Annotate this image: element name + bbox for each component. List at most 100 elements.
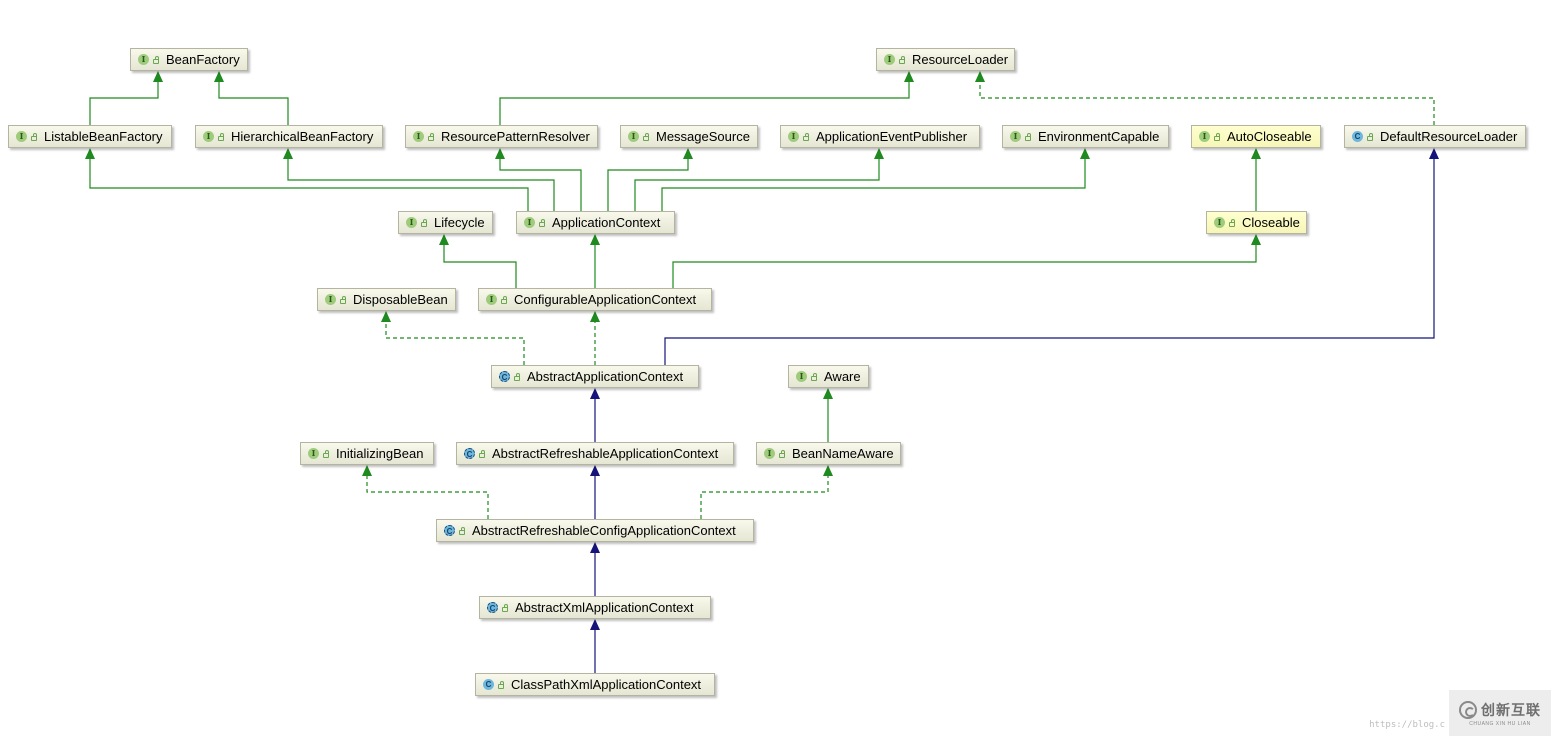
arrowhead [495,148,505,159]
node-class-path-xml-application-context[interactable]: C ClassPathXmlApplicationContext [475,673,715,696]
class-icon: C [1352,131,1363,142]
arrowhead [85,148,95,159]
edge-line [287,158,555,211]
interface-icon: I [764,448,775,459]
edge-abstract-application-context-to-default-resource-loader [664,148,1439,365]
watermark-subtitle: CHUANG XIN HU LIAN [1469,720,1531,727]
arrowhead [874,148,884,159]
edge-abstract-refreshable-config-application-context-to-bean-name-aware [700,465,833,519]
public-lock-icon [1229,218,1235,227]
edge-line [672,244,1257,288]
node-label: Closeable [1242,215,1300,230]
node-label: BeanNameAware [792,446,894,461]
public-lock-icon [779,449,785,458]
interface-icon: I [486,294,497,305]
edge-default-resource-loader-to-resource-loader [975,71,1435,125]
edge-line [499,81,910,125]
arrowhead [1251,234,1261,245]
edge-application-context-to-message-source [607,148,693,211]
public-lock-icon [153,55,159,64]
public-lock-icon [502,603,508,612]
interface-icon: I [16,131,27,142]
arrowhead [975,71,985,82]
node-default-resource-loader[interactable]: C DefaultResourceLoader [1344,125,1526,148]
node-label: EnvironmentCapable [1038,129,1160,144]
interface-icon: I [628,131,639,142]
watermark-row: 创新互联 [1459,700,1541,720]
interface-icon: I [1199,131,1210,142]
arrowhead [1429,148,1439,159]
arrowhead [381,311,391,322]
public-lock-icon [514,372,520,381]
abstract-class-icon: C [464,448,475,459]
arrowhead [590,311,600,322]
interface-icon: I [1214,217,1225,228]
edge-line [89,81,159,125]
edge-hierarchical-bean-factory-to-bean-factory [214,71,289,125]
edge-line [979,81,1435,125]
node-label: AbstractApplicationContext [527,369,684,384]
watermark-brand: 创新互联 [1481,701,1541,718]
interface-icon: I [138,54,149,65]
node-auto-closeable[interactable]: I AutoCloseable [1191,125,1321,148]
edge-listable-bean-factory-to-bean-factory [89,71,163,125]
public-lock-icon [428,132,434,141]
edge-line [443,244,517,288]
interface-icon: I [524,217,535,228]
node-label: Lifecycle [434,215,485,230]
arrowhead [283,148,293,159]
interface-icon: I [884,54,895,65]
arrowhead [590,619,600,630]
edge-line [385,321,525,365]
edge-closeable-to-auto-closeable [1251,148,1261,211]
public-lock-icon [479,449,485,458]
edge-line [499,158,582,211]
edge-line [634,158,880,211]
node-bean-name-aware[interactable]: I BeanNameAware [756,442,901,465]
edge-bean-name-aware-to-aware [823,388,833,442]
edge-abstract-refreshable-application-context-to-abstract-application-context [590,388,600,442]
public-lock-icon [899,55,905,64]
node-label: DefaultResourceLoader [1380,129,1518,144]
interface-icon: I [406,217,417,228]
edge-application-context-to-resource-pattern-resolver [495,148,582,211]
arrowhead [823,388,833,399]
edge-line [664,158,1435,365]
public-lock-icon [539,218,545,227]
node-label: ClassPathXmlApplicationContext [511,677,702,692]
edge-resource-pattern-resolver-to-resource-loader [499,71,914,125]
arrowhead [590,388,600,399]
node-closeable[interactable]: I Closeable [1206,211,1307,234]
public-lock-icon [1025,132,1031,141]
node-application-context[interactable]: I ApplicationContext [516,211,675,234]
public-lock-icon [323,449,329,458]
class-icon: C [483,679,494,690]
edge-line [661,158,1086,211]
node-label: ApplicationContext [552,215,661,230]
edge-abstract-xml-application-context-to-abstract-refreshable-config-application-context [590,542,600,596]
node-lifecycle[interactable]: I Lifecycle [398,211,493,234]
node-label: AbstractRefreshableConfigApplicationCont… [472,523,736,538]
edge-application-context-to-listable-bean-factory [85,148,529,211]
node-label: HierarchicalBeanFactory [231,129,374,144]
node-label: AutoCloseable [1227,129,1312,144]
node-label: Aware [824,369,861,384]
